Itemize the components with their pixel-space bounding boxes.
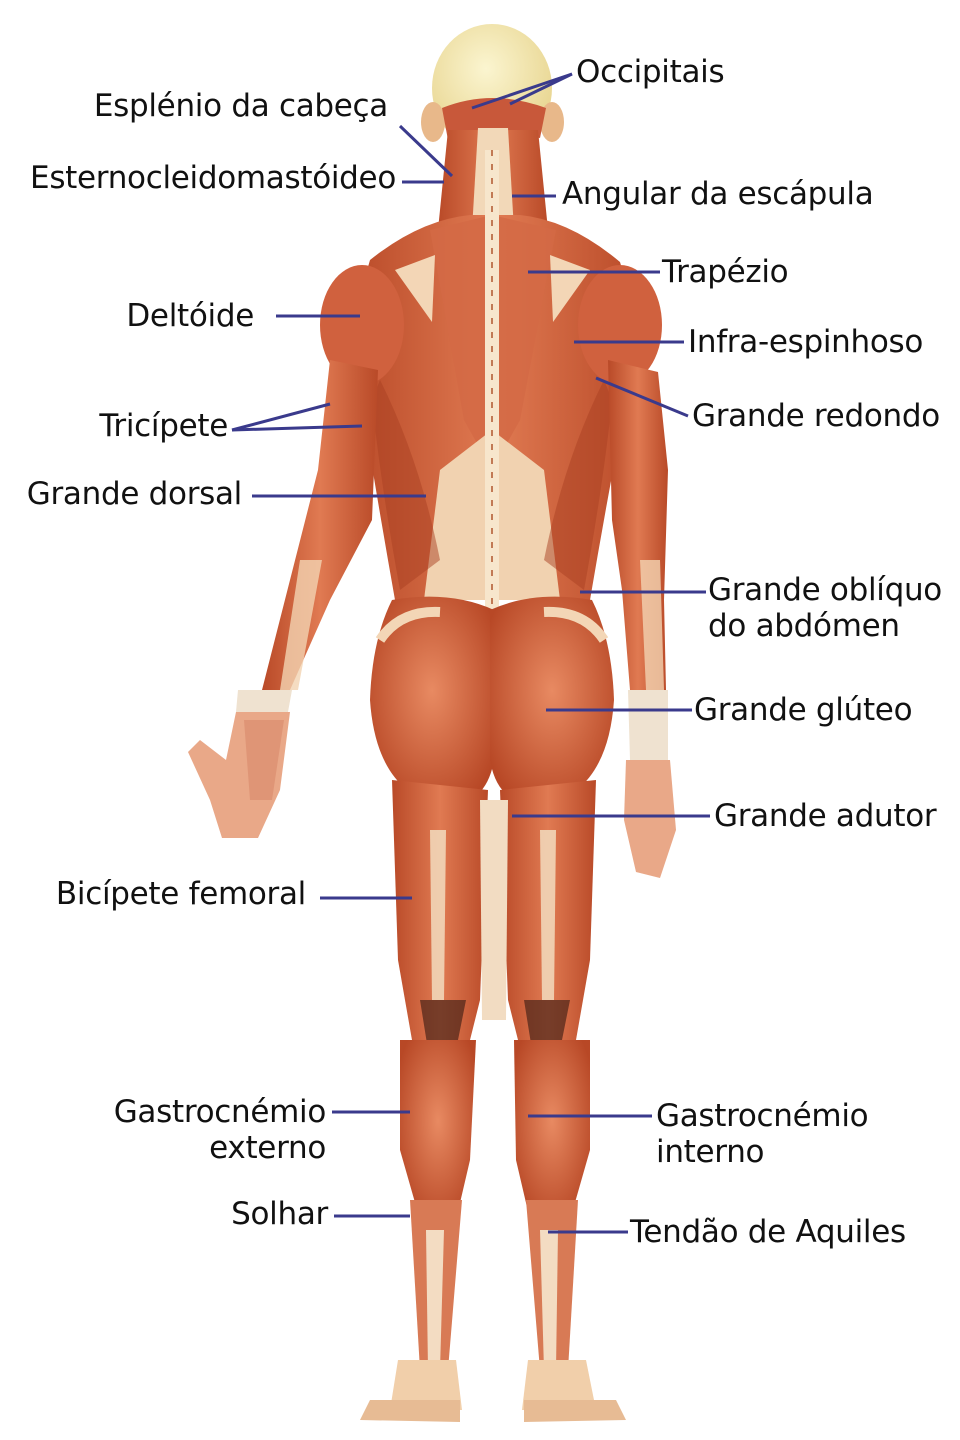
label-esplenio-da-cabeca: Esplénio da cabeça	[94, 88, 388, 124]
label-angular-da-escapula: Angular da escápula	[562, 176, 873, 212]
label-deltoide: Deltóide	[126, 298, 254, 334]
torso	[350, 150, 640, 640]
label-infra-espinhoso: Infra-espinhoso	[688, 324, 923, 360]
right-arm	[608, 360, 676, 878]
thighs	[392, 780, 596, 1050]
label-occipitais: Occipitais	[576, 54, 724, 90]
label-tendao-de-aquiles: Tendão de Aquiles	[630, 1214, 906, 1250]
label-grande-obliquo-line1: Grande oblíquo	[708, 572, 942, 608]
label-solhar: Solhar	[231, 1196, 328, 1232]
label-gastrocnemio-externo-line1: Gastrocnémio	[114, 1094, 326, 1130]
glutes	[370, 597, 614, 806]
label-grande-adutor: Grande adutor	[714, 798, 936, 834]
label-gastrocnemio-externo-line2: externo	[209, 1130, 326, 1166]
label-grande-redondo: Grande redondo	[692, 398, 940, 434]
calves	[400, 1040, 590, 1370]
label-gastrocnemio-interno-line1: Gastrocnémio	[656, 1098, 868, 1134]
feet	[360, 1360, 626, 1422]
label-tricipete: Tricípete	[99, 408, 228, 444]
label-esternocleidomastoideo: Esternocleidomastóideo	[30, 160, 396, 196]
label-bicipete-femoral: Bicípete femoral	[56, 876, 306, 912]
label-grande-dorsal: Grande dorsal	[27, 476, 242, 512]
label-grande-gluteo: Grande glúteo	[694, 692, 912, 728]
label-gastrocnemio-interno-line2: interno	[656, 1134, 764, 1170]
label-trapezio: Trapézio	[662, 254, 788, 290]
label-grande-obliquo-line2: do abdómen	[708, 608, 900, 644]
